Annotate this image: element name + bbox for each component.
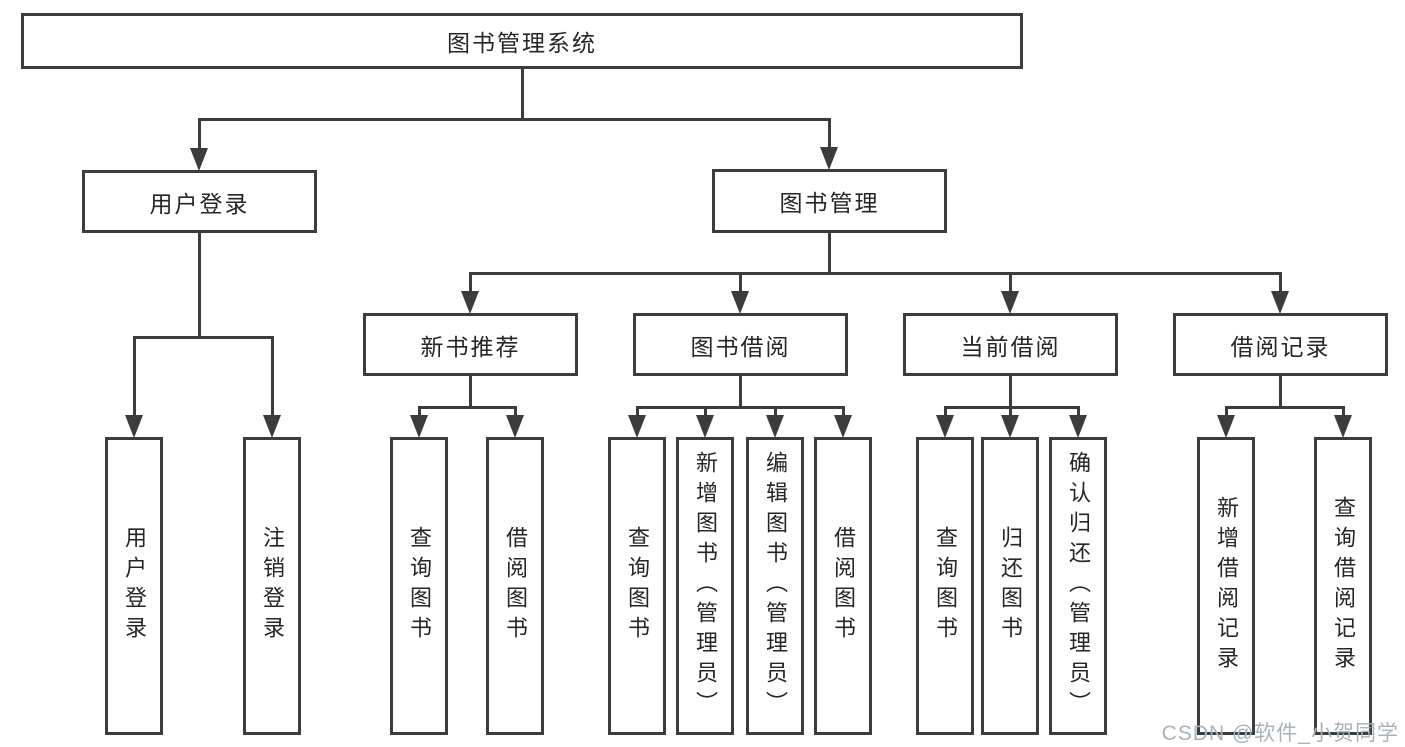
connector-bus xyxy=(635,405,845,409)
connector-stem xyxy=(1278,376,1282,409)
connector-stem xyxy=(197,233,201,339)
connector-stem xyxy=(468,376,472,409)
leaf-confirm-return-admin: 确认归还（管理员） xyxy=(1049,437,1107,735)
connector-stem xyxy=(738,376,742,409)
arrowhead-down-icon xyxy=(936,415,954,438)
leaf-user-login: 用户登录 xyxy=(105,437,163,735)
arrow-stem xyxy=(1008,273,1012,293)
arrow-stem xyxy=(1008,407,1012,417)
arrowhead-down-icon xyxy=(506,415,524,438)
arrowhead-down-icon xyxy=(125,415,143,438)
arrow-stem xyxy=(841,407,845,417)
leaf-logout: 注销登录 xyxy=(243,437,301,735)
arrow-stem xyxy=(773,407,777,417)
leaf-query-books-current: 查询图书 xyxy=(916,437,974,735)
leaf-add-book-admin: 新增图书（管理员） xyxy=(676,437,734,735)
connector-bus xyxy=(943,405,1080,409)
connector-stem xyxy=(520,69,524,121)
leaf-query-books-recommend: 查询图书 xyxy=(390,437,448,735)
arrow-stem xyxy=(417,407,421,417)
connector-bus xyxy=(132,335,274,339)
arrow-stem xyxy=(1341,407,1345,417)
arrow-stem xyxy=(1224,407,1228,417)
connector-bus xyxy=(468,271,1282,275)
arrow-stem xyxy=(468,273,472,293)
node-borrowing-records: 借阅记录 xyxy=(1173,313,1388,376)
arrowhead-down-icon xyxy=(190,148,208,171)
arrowhead-down-icon xyxy=(461,291,479,314)
leaf-borrow-books-borrowing: 借阅图书 xyxy=(814,437,872,735)
arrowhead-down-icon xyxy=(410,415,428,438)
connector-bus xyxy=(417,405,517,409)
arrow-stem xyxy=(703,407,707,417)
arrowhead-down-icon xyxy=(766,415,784,438)
arrowhead-down-icon xyxy=(1001,291,1019,314)
leaf-query-books-borrowing: 查询图书 xyxy=(608,437,666,735)
arrowhead-down-icon xyxy=(1069,415,1087,438)
leaf-edit-book-admin: 编辑图书（管理员） xyxy=(746,437,804,735)
node-current-borrowing: 当前借阅 xyxy=(903,313,1118,376)
leaf-add-borrow-record: 新增借阅记录 xyxy=(1197,437,1255,735)
arrow-stem xyxy=(270,337,274,417)
connector-bus xyxy=(197,117,831,121)
node-new-book-recommendation: 新书推荐 xyxy=(363,313,578,376)
arrow-stem xyxy=(943,407,947,417)
node-library-management-system: 图书管理系统 xyxy=(21,13,1023,69)
arrowhead-down-icon xyxy=(820,147,838,170)
arrowhead-down-icon xyxy=(628,415,646,438)
arrowhead-down-icon xyxy=(263,415,281,438)
arrowhead-down-icon xyxy=(731,291,749,314)
node-user-login: 用户登录 xyxy=(82,170,317,233)
arrow-stem xyxy=(513,407,517,417)
arrowhead-down-icon xyxy=(696,415,714,438)
arrow-stem xyxy=(197,119,201,150)
node-book-management: 图书管理 xyxy=(712,169,947,233)
csdn-watermark: CSDN @软件_小贺同学 xyxy=(1161,722,1399,745)
arrowhead-down-icon xyxy=(1217,415,1235,438)
arrowhead-down-icon xyxy=(1271,291,1289,314)
arrow-stem xyxy=(1076,407,1080,417)
arrowhead-down-icon xyxy=(834,415,852,438)
arrowhead-down-icon xyxy=(1334,415,1352,438)
node-book-borrowing: 图书借阅 xyxy=(633,313,848,376)
leaf-borrow-books-recommend: 借阅图书 xyxy=(486,437,544,735)
leaf-query-borrow-record: 查询借阅记录 xyxy=(1314,437,1372,735)
leaf-return-book: 归还图书 xyxy=(981,437,1039,735)
arrow-stem xyxy=(738,273,742,293)
arrow-stem xyxy=(827,119,831,149)
arrow-stem xyxy=(1278,273,1282,293)
arrow-stem xyxy=(635,407,639,417)
connector-stem xyxy=(1008,376,1012,409)
connector-bus xyxy=(1224,405,1345,409)
arrow-stem xyxy=(132,337,136,417)
arrowhead-down-icon xyxy=(1001,415,1019,438)
connector-stem xyxy=(827,233,831,275)
